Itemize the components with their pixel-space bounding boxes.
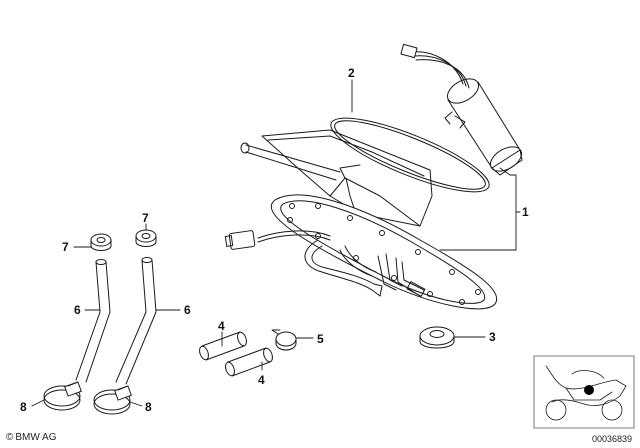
copyright-symbol: © xyxy=(6,432,14,443)
drawing-number: 00036839 xyxy=(591,434,632,444)
pump-bracket xyxy=(240,129,433,227)
gasket-ring xyxy=(330,117,490,193)
copyright-notice: © BMW AG xyxy=(6,432,57,443)
callout-5: 5 xyxy=(317,332,324,346)
callout-1: 1 xyxy=(522,205,529,219)
motorcycle-outline xyxy=(545,365,627,406)
fuel-pump xyxy=(400,43,523,176)
hose-right xyxy=(115,257,157,385)
callout-3: 3 xyxy=(489,330,496,344)
clip xyxy=(271,329,297,351)
locator-thumbnail xyxy=(533,355,635,429)
brand-name: BMW AG xyxy=(15,432,57,443)
clamp-cap-left xyxy=(90,233,112,251)
leader-lines xyxy=(31,79,521,407)
callout-8-left: 8 xyxy=(20,400,27,414)
callout-8-right: 8 xyxy=(145,400,152,414)
callout-7-left: 7 xyxy=(62,240,69,254)
clamp-cap-right xyxy=(135,229,157,247)
callout-6-left: 6 xyxy=(74,303,81,317)
callout-2: 2 xyxy=(348,66,355,80)
callout-7-right: 7 xyxy=(142,211,149,225)
hose-left xyxy=(75,259,111,383)
hose-clamp-right xyxy=(93,385,132,415)
callout-4-lower: 4 xyxy=(258,373,265,387)
locator-marker xyxy=(584,385,594,395)
callout-6-right: 6 xyxy=(184,303,191,317)
callout-4-upper: 4 xyxy=(218,319,225,333)
callout-labels: 1 2 3 4 4 5 6 6 7 7 8 8 xyxy=(20,66,529,414)
grommet xyxy=(419,326,455,349)
flange-plate xyxy=(224,194,498,310)
hose-clamp-left xyxy=(43,381,82,411)
hose-sleeve-upper xyxy=(199,331,247,361)
hose-sleeve-lower xyxy=(225,347,273,377)
